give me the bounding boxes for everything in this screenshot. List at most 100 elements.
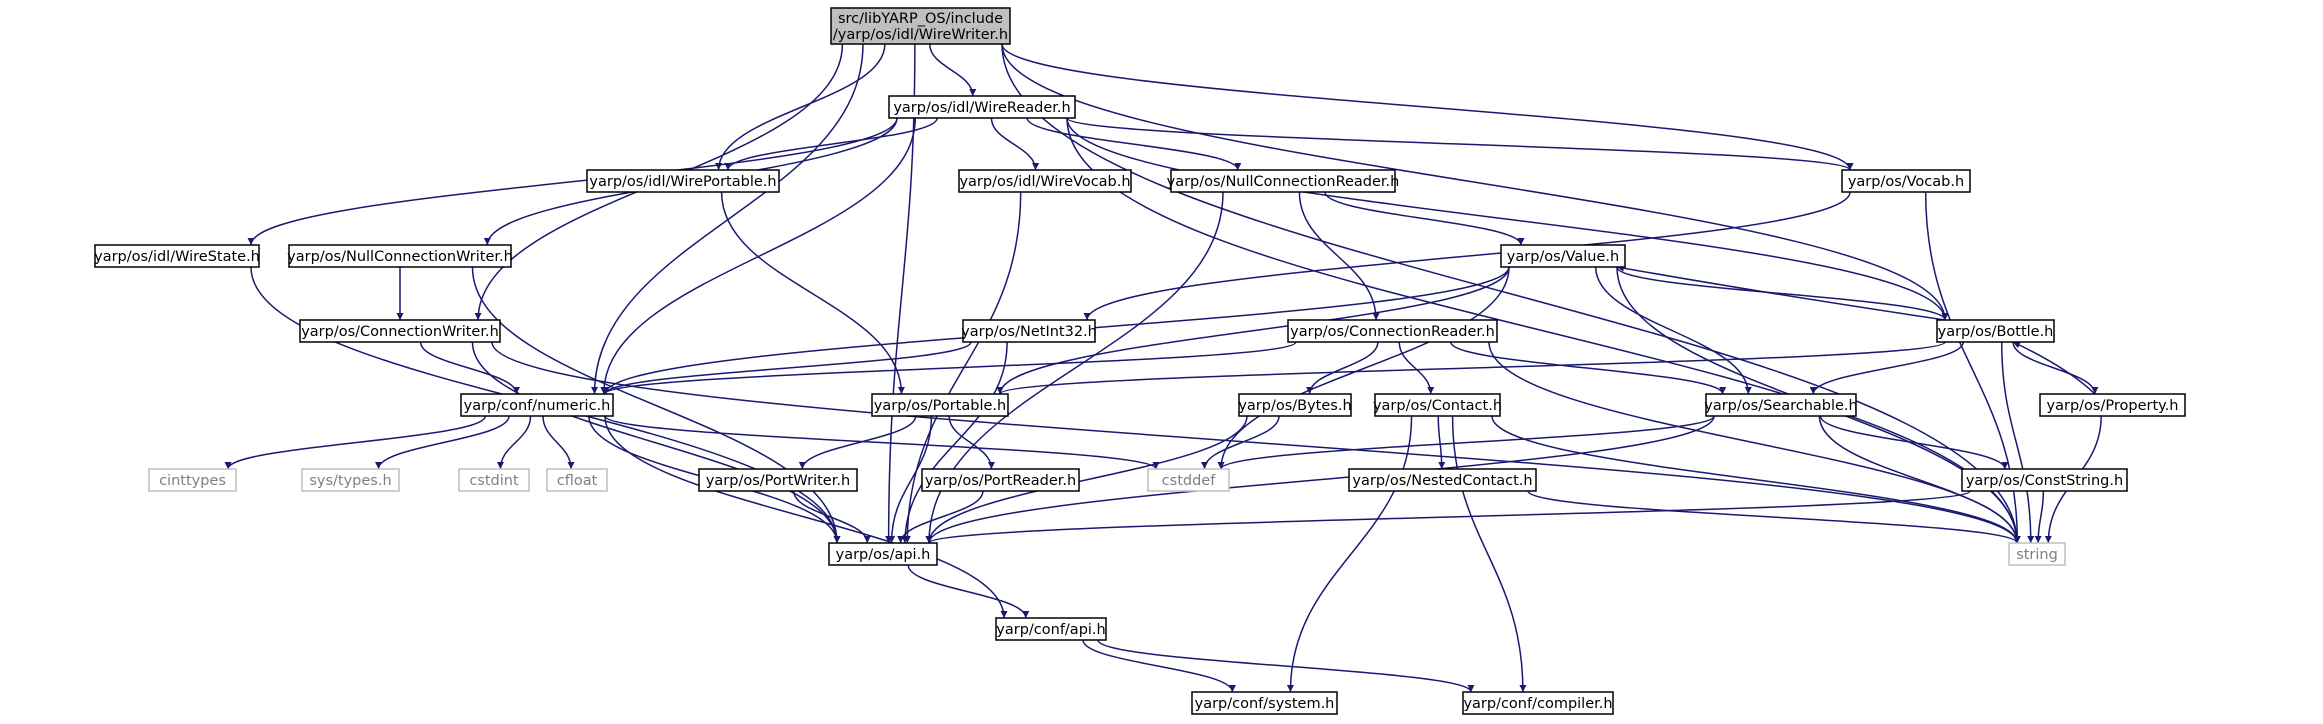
- edge-searchable-to-osapi: [925, 415, 1715, 544]
- node-nestedcontact[interactable]: yarp/os/NestedContact.h: [1348, 468, 1537, 492]
- node-property[interactable]: yarp/os/Property.h: [2039, 393, 2186, 417]
- edge-layer: [224, 43, 2102, 693]
- node-systypes: sys/types.h: [301, 468, 400, 492]
- node-box: [828, 542, 938, 566]
- node-label: yarp/os/idl/WireState.h: [94, 249, 260, 265]
- node-label: yarp/os/idl/WireVocab.h: [959, 174, 1130, 190]
- node-label: cstdint: [469, 473, 519, 489]
- node-nullconnreader[interactable]: yarp/os/NullConnectionReader.h: [1167, 169, 1400, 193]
- node-compiler[interactable]: yarp/conf/compiler.h: [1462, 691, 1614, 715]
- edge-connwriter-to-string: [491, 341, 2021, 544]
- node-box: [995, 617, 1107, 641]
- edge-root-to-string: [1001, 43, 2021, 544]
- node-searchable[interactable]: yarp/os/Searchable.h: [1704, 393, 1858, 417]
- edge-confapi-to-system: [1082, 639, 1236, 693]
- node-label: yarp/os/Bottle.h: [1938, 324, 2054, 340]
- edge-connwriter-to-numeric: [419, 341, 520, 395]
- edge-searchable-to-conststring: [1819, 415, 2009, 470]
- node-label: sys/types.h: [309, 473, 391, 489]
- node-bottle[interactable]: yarp/os/Bottle.h: [1936, 319, 2055, 343]
- node-label: /yarp/os/idl/WireWriter.h: [833, 27, 1008, 43]
- node-conststring[interactable]: yarp/os/ConstString.h: [1961, 468, 2128, 492]
- node-label: yarp/conf/compiler.h: [1463, 696, 1612, 712]
- node-portwriter[interactable]: yarp/os/PortWriter.h: [698, 468, 858, 492]
- edge-netint32-to-osapi: [901, 341, 1008, 544]
- node-netint32[interactable]: yarp/os/NetInt32.h: [961, 319, 1097, 343]
- node-connreader[interactable]: yarp/os/ConnectionReader.h: [1287, 319, 1498, 343]
- edge-wirereader-to-wirestate: [247, 117, 898, 246]
- edge-contact-to-string: [1491, 415, 2021, 544]
- node-box: [830, 7, 1011, 45]
- edge-wirereader-to-string: [1066, 117, 2021, 544]
- edge-confapi-to-compiler: [1097, 639, 1475, 693]
- node-box: [1500, 244, 1626, 268]
- node-label: yarp/conf/system.h: [1195, 696, 1335, 712]
- node-label: yarp/os/Value.h: [1507, 249, 1619, 265]
- edge-portable-to-portreader: [948, 415, 995, 470]
- edge-root-to-osapi: [885, 43, 916, 544]
- edge-netint32-to-numeric: [601, 341, 972, 395]
- node-confapi[interactable]: yarp/conf/api.h: [995, 617, 1107, 641]
- node-box: [1462, 691, 1614, 715]
- edge-bottle-to-portable: [996, 341, 1946, 395]
- node-portable[interactable]: yarp/os/Portable.h: [871, 393, 1009, 417]
- edge-portreader-to-osapi: [897, 490, 984, 544]
- node-wireportable[interactable]: yarp/os/idl/WirePortable.h: [586, 169, 780, 193]
- edge-value-to-bottle: [1616, 266, 1949, 321]
- node-box: [460, 393, 614, 417]
- node-contact[interactable]: yarp/os/Contact.h: [1373, 393, 1502, 417]
- edge-value-to-cstddef: [1217, 266, 1510, 470]
- node-wirereader[interactable]: yarp/os/idl/WireReader.h: [888, 95, 1076, 119]
- node-label: yarp/os/NetInt32.h: [961, 324, 1097, 340]
- node-label: yarp/os/idl/WireReader.h: [893, 100, 1070, 116]
- node-wirestate[interactable]: yarp/os/idl/WireState.h: [94, 244, 260, 268]
- node-label: yarp/os/Contact.h: [1373, 398, 1502, 414]
- node-connwriter[interactable]: yarp/os/ConnectionWriter.h: [299, 319, 501, 343]
- edge-wirereader-to-wirevocab: [990, 117, 1040, 171]
- node-box: [921, 468, 1080, 492]
- edge-connreader-to-bytes: [1306, 341, 1379, 395]
- node-value[interactable]: yarp/os/Value.h: [1500, 244, 1626, 268]
- node-vocab[interactable]: yarp/os/Vocab.h: [1841, 169, 1971, 193]
- edge-bytes-to-osapi: [925, 415, 1248, 544]
- edge-wirereader-to-numeric: [600, 117, 916, 395]
- edge-connwriter-to-osapi: [471, 341, 841, 544]
- node-label: yarp/os/api.h: [836, 547, 931, 563]
- node-label: yarp/os/Vocab.h: [1848, 174, 1964, 190]
- edge-bottle-to-searchable: [1809, 341, 1965, 395]
- node-box: [1705, 393, 1857, 417]
- node-layer: src/libYARP_OS/include/yarp/os/idl/WireW…: [94, 7, 2186, 715]
- edge-conststring-to-string: [2034, 490, 2045, 544]
- node-label: yarp/os/NestedContact.h: [1352, 473, 1532, 489]
- node-label: yarp/conf/api.h: [996, 622, 1105, 638]
- edge-value-to-searchable: [1594, 266, 1752, 395]
- node-box: [1961, 468, 2128, 492]
- node-osapi[interactable]: yarp/os/api.h: [828, 542, 938, 566]
- node-label: yarp/os/PortReader.h: [925, 473, 1076, 489]
- node-string: string: [2008, 542, 2066, 566]
- node-numeric[interactable]: yarp/conf/numeric.h: [460, 393, 614, 417]
- edge-bottle-to-string: [2000, 341, 2035, 544]
- edge-contact-to-nestedcontact: [1437, 415, 1446, 470]
- node-wirevocab[interactable]: yarp/os/idl/WireVocab.h: [958, 169, 1132, 193]
- node-nullconnwriter[interactable]: yarp/os/NullConnectionWriter.h: [287, 244, 513, 268]
- node-label: cinttypes: [159, 473, 226, 489]
- edge-bottle-to-property: [2012, 341, 2099, 395]
- edge-numeric-to-cfloat: [542, 415, 575, 470]
- node-box: [1374, 393, 1501, 417]
- node-cinttypes: cinttypes: [148, 468, 237, 492]
- node-box: [94, 244, 260, 268]
- node-root[interactable]: src/libYARP_OS/include/yarp/os/idl/WireW…: [830, 7, 1011, 45]
- node-system[interactable]: yarp/conf/system.h: [1191, 691, 1338, 715]
- node-label: cfloat: [557, 473, 598, 489]
- edge-wireportable-to-portable: [720, 191, 905, 395]
- edge-property-to-bottle: [2012, 341, 2096, 395]
- node-bytes[interactable]: yarp/os/Bytes.h: [1238, 393, 1352, 417]
- node-box: [2039, 393, 2186, 417]
- edge-contact-to-compiler: [1451, 415, 1527, 693]
- node-portreader[interactable]: yarp/os/PortReader.h: [921, 468, 1080, 492]
- node-box: [1170, 169, 1396, 193]
- node-box: [299, 319, 501, 343]
- node-box: [1238, 393, 1352, 417]
